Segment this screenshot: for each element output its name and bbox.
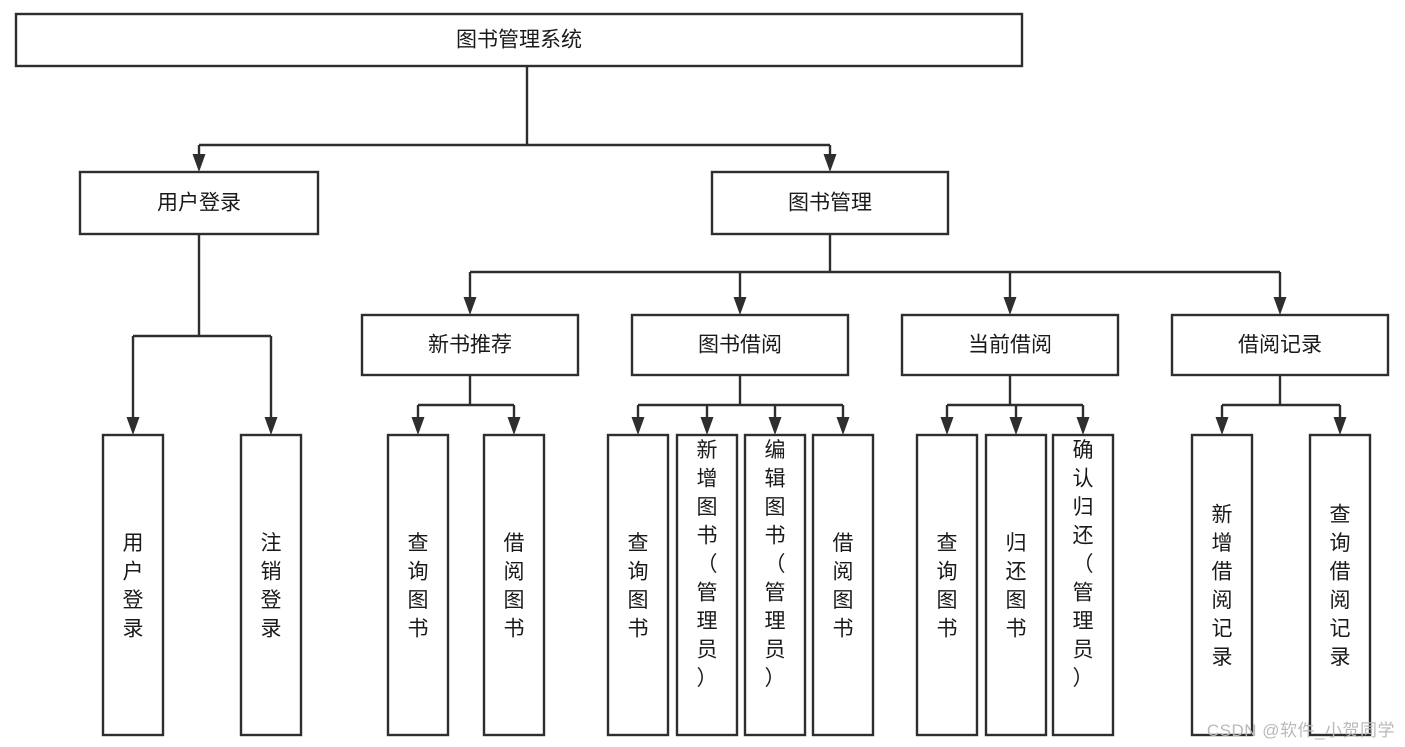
arrow-head-icon <box>192 154 206 172</box>
arrow-head-icon <box>940 417 954 435</box>
node-label: 查询图书 <box>937 532 958 641</box>
node-l-edit-book[interactable]: 编辑图书（管理员） <box>743 433 807 737</box>
arrow-head-icon <box>768 417 782 435</box>
node-l-add-record[interactable]: 新增借阅记录 <box>1190 433 1254 737</box>
node-label: 借阅图书 <box>504 532 525 641</box>
node-label: 新增借阅记录 <box>1212 504 1233 670</box>
node-box[interactable] <box>360 313 580 377</box>
node-l-query-book-2[interactable]: 查询图书 <box>606 433 670 737</box>
arrow-head-icon <box>700 417 714 435</box>
node-label: 查询图书 <box>628 532 649 641</box>
node-box[interactable] <box>14 12 1024 68</box>
node-label: 新增图书（管理员） <box>697 439 718 690</box>
node-n-book-borrow[interactable]: 图书借阅 <box>630 313 850 377</box>
node-box[interactable] <box>1170 313 1390 377</box>
node-l-borrow-book-2[interactable]: 借阅图书 <box>811 433 875 737</box>
arrow-head-icon <box>631 417 645 435</box>
arrow-head-icon <box>733 297 747 315</box>
node-n-new-book-rec[interactable]: 新书推荐 <box>360 313 580 377</box>
node-box[interactable] <box>811 433 875 737</box>
node-l-add-book[interactable]: 新增图书（管理员） <box>675 433 739 737</box>
node-l-borrow-book-1[interactable]: 借阅图书 <box>482 433 546 737</box>
arrow-head-icon <box>507 417 521 435</box>
node-label: 当前借阅 <box>968 334 1052 357</box>
arrow-head-icon <box>1333 417 1347 435</box>
node-box[interactable] <box>1190 433 1254 737</box>
node-label: 查询借阅记录 <box>1330 504 1351 670</box>
node-label: 借阅图书 <box>833 532 854 641</box>
node-box[interactable] <box>915 433 979 737</box>
arrow-head-icon <box>823 154 837 172</box>
node-box[interactable] <box>1051 433 1115 737</box>
arrow-head-icon <box>836 417 850 435</box>
node-box[interactable] <box>101 433 165 737</box>
node-l-user-logout[interactable]: 注销登录 <box>239 433 303 737</box>
arrow-head-icon <box>264 417 278 435</box>
node-label: 归还图书 <box>1006 532 1027 641</box>
arrow-head-icon <box>463 297 477 315</box>
node-l-confirm-return[interactable]: 确认归还（管理员） <box>1051 433 1115 737</box>
node-box[interactable] <box>386 433 450 737</box>
arrow-head-icon <box>411 417 425 435</box>
node-box[interactable] <box>239 433 303 737</box>
node-label: 图书管理 <box>788 192 872 215</box>
node-root[interactable]: 图书管理系统 <box>14 12 1024 68</box>
node-l-query-book-3[interactable]: 查询图书 <box>915 433 979 737</box>
arrow-head-icon <box>1215 417 1229 435</box>
node-label: 查询图书 <box>408 532 429 641</box>
node-layer: 图书管理系统用户登录图书管理新书推荐图书借阅当前借阅借阅记录用户登录注销登录查询… <box>14 12 1390 737</box>
arrow-head-icon <box>1009 417 1023 435</box>
node-l-user-login[interactable]: 用户登录 <box>101 433 165 737</box>
node-label: 注销登录 <box>261 532 282 641</box>
node-box[interactable] <box>1308 433 1372 737</box>
node-box[interactable] <box>675 433 739 737</box>
node-n-borrow-record[interactable]: 借阅记录 <box>1170 313 1390 377</box>
node-l-query-book-1[interactable]: 查询图书 <box>386 433 450 737</box>
node-box[interactable] <box>710 170 950 236</box>
arrow-head-icon <box>1003 297 1017 315</box>
connector-layer <box>126 66 1347 435</box>
node-label: 用户登录 <box>157 192 241 215</box>
node-box[interactable] <box>630 313 850 377</box>
node-label: 编辑图书（管理员） <box>765 439 786 690</box>
arrow-head-icon <box>1273 297 1287 315</box>
arrow-head-icon <box>1076 417 1090 435</box>
node-label: 图书借阅 <box>698 334 782 357</box>
arrow-head-icon <box>126 417 140 435</box>
node-box[interactable] <box>743 433 807 737</box>
node-box[interactable] <box>606 433 670 737</box>
node-label: 新书推荐 <box>428 334 512 357</box>
node-l-return-book[interactable]: 归还图书 <box>984 433 1048 737</box>
node-box[interactable] <box>482 433 546 737</box>
node-l-query-record[interactable]: 查询借阅记录 <box>1308 433 1372 737</box>
node-n-book-mgmt[interactable]: 图书管理 <box>710 170 950 236</box>
node-box[interactable] <box>78 170 320 236</box>
node-n-user-login[interactable]: 用户登录 <box>78 170 320 236</box>
node-box[interactable] <box>984 433 1048 737</box>
node-label: 用户登录 <box>123 532 144 641</box>
node-label: 借阅记录 <box>1238 334 1322 357</box>
node-n-current-borrow[interactable]: 当前借阅 <box>900 313 1120 377</box>
node-label: 确认归还（管理员） <box>1073 439 1094 690</box>
node-box[interactable] <box>900 313 1120 377</box>
node-label: 图书管理系统 <box>456 29 582 52</box>
